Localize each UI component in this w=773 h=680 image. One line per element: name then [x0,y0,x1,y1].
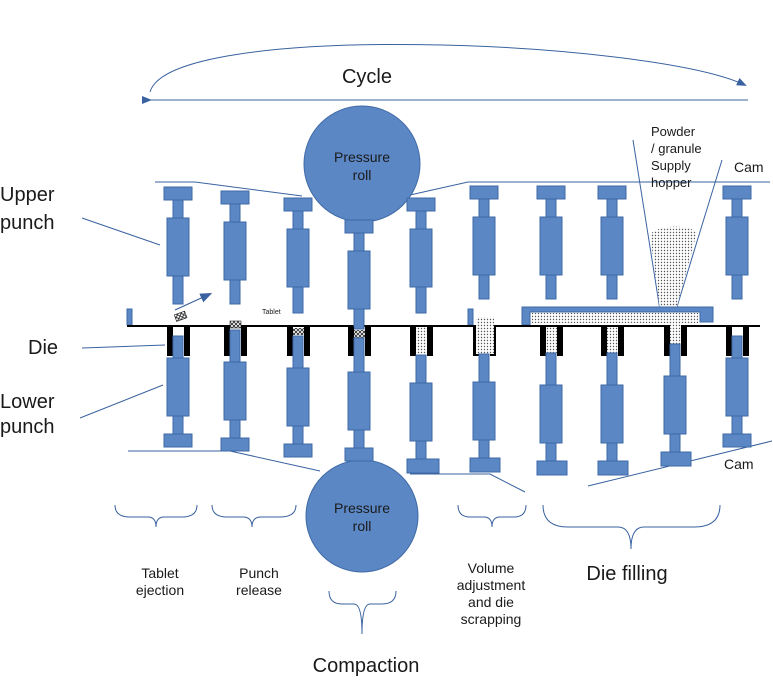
upper-punch [536,185,566,300]
lower-punches [163,329,752,476]
tablet-label: Tablet [262,309,281,316]
stage-tablet-ejection-1: Tablet [141,565,178,581]
lower-punch [344,337,374,462]
die [348,327,371,356]
upper-punch [163,186,193,305]
upper-punch-label-1: Upper [0,184,55,206]
svg-text:Powder: Powder [651,124,696,139]
brace-tablet-ejection [114,504,198,528]
lower-punch [597,352,629,476]
cam-bottom-label: Cam [724,456,754,472]
powder-hopper: Powder / granule Supply hopper [632,124,723,311]
die [287,327,310,356]
die [167,327,190,356]
stage-volume-2: adjustment [457,577,526,593]
die-leader [81,344,166,349]
svg-text:roll: roll [353,518,372,534]
stage-punch-release-2: release [236,582,282,598]
lower-punch [536,352,568,476]
svg-text:hopper: hopper [651,175,692,190]
svg-text:roll: roll [353,167,372,183]
dies [167,317,749,356]
die [601,327,624,356]
tablets: Tablet [173,293,281,329]
die [726,327,749,356]
lower-punch [469,353,501,473]
released-tablet [229,320,242,329]
stage-volume-1: Volume [468,560,515,576]
svg-text:Pressure: Pressure [334,500,390,516]
upper-punch [469,185,499,300]
upper-punch-leader [81,217,161,246]
ejected-tablet [173,310,188,322]
ejection-guide [126,308,133,326]
die [540,327,563,356]
stage-tablet-ejection-2: ejection [136,582,184,598]
lower-cam-track-right [410,473,526,493]
stage-braces [114,504,721,635]
lower-punch-label-2: punch [0,416,55,438]
cam-top-label: Cam [734,159,764,175]
brace-punch-release [211,504,297,528]
die [410,327,433,356]
svg-text:Pressure: Pressure [334,149,390,165]
stage-punch-release-1: Punch [239,565,279,581]
upper-punch [597,185,627,300]
cycle-arrows [142,44,748,104]
svg-text:/ granule: / granule [651,141,702,156]
lower-punch [406,354,440,474]
upper-punch [344,219,374,330]
lower-punch [220,329,250,452]
upper-cam-track-right [409,181,770,196]
scraper-blade [467,308,474,326]
ejection-arrow [174,293,213,311]
brace-die-filling [542,504,721,550]
lower-punch [722,335,752,448]
stage-die-filling: Die filling [586,563,667,585]
cycle-arc-arrow [149,44,747,93]
upper-punch-label-2: punch [0,212,55,234]
feed-frame [521,306,714,326]
upper-punch [220,190,250,305]
upper-punch [722,185,752,300]
die [664,322,687,356]
pressure-roll-top: Pressure roll [303,105,421,223]
brace-volume-adjustment [457,504,527,528]
lower-punch-leader [79,384,164,419]
brace-compaction [328,590,397,635]
stage-volume-4: scrapping [461,611,522,627]
lower-punch [283,335,313,458]
die-label: Die [28,337,58,359]
stage-compaction: Compaction [313,655,420,677]
svg-text:Supply: Supply [651,158,691,173]
die [224,327,247,356]
pressure-roll-bottom: Pressure roll [305,459,419,573]
lower-punch-label-1: Lower [0,391,55,413]
die [473,317,496,356]
cycle-title: Cycle [342,66,392,88]
upper-cam-track-left [155,181,303,197]
upper-punch [406,197,436,314]
lower-punch [163,335,193,448]
lower-punch [660,343,692,467]
upper-punch [283,197,313,314]
upper-punches [163,185,752,330]
stage-volume-3: and die [468,594,514,610]
